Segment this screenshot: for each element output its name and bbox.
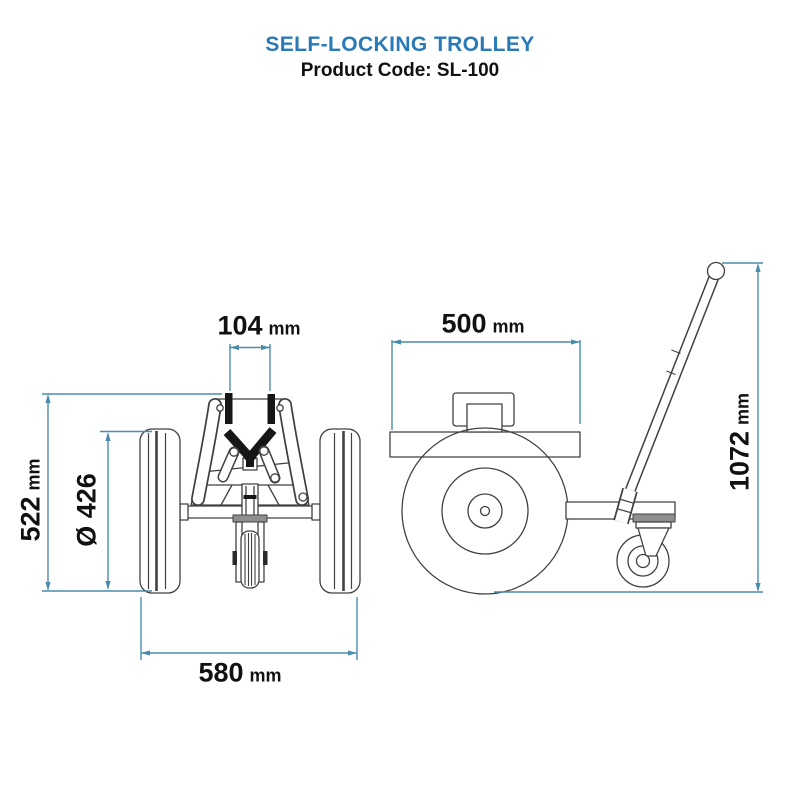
dimension-annotations xyxy=(42,262,763,660)
side-view xyxy=(389,261,726,595)
jaw-plates xyxy=(225,393,275,424)
handle-ball xyxy=(706,261,726,281)
front-caster xyxy=(232,514,268,589)
dimension-label-body-width: 500 mm xyxy=(441,308,525,339)
dim-580-lines xyxy=(140,597,358,660)
page-title: SELF-LOCKING TROLLEY xyxy=(265,33,535,56)
v-clamp xyxy=(217,427,281,484)
top-plate xyxy=(389,392,581,458)
left-tire xyxy=(139,428,181,594)
front-view xyxy=(139,393,361,594)
product-code: Product Code: SL-100 xyxy=(300,60,500,81)
dimension-label-wheel-diameter: Ø 426 xyxy=(71,473,102,547)
handle xyxy=(613,261,726,525)
dimension-label-overall-height: 1072 mm xyxy=(724,392,755,492)
right-tire xyxy=(319,428,361,594)
dim-104-lines xyxy=(229,344,271,391)
dimension-label-jaw-opening: 104 mm xyxy=(217,310,301,341)
dim-1072-lines xyxy=(494,262,763,593)
dim-522-lines xyxy=(42,393,222,592)
dim-500-lines xyxy=(391,339,581,430)
dim-426-lines xyxy=(100,430,152,590)
side-caster xyxy=(616,521,672,588)
dimension-label-front-height: 522 mm xyxy=(15,458,46,542)
dimension-label-track-width: 580 mm xyxy=(198,657,282,688)
side-arms xyxy=(191,398,309,506)
